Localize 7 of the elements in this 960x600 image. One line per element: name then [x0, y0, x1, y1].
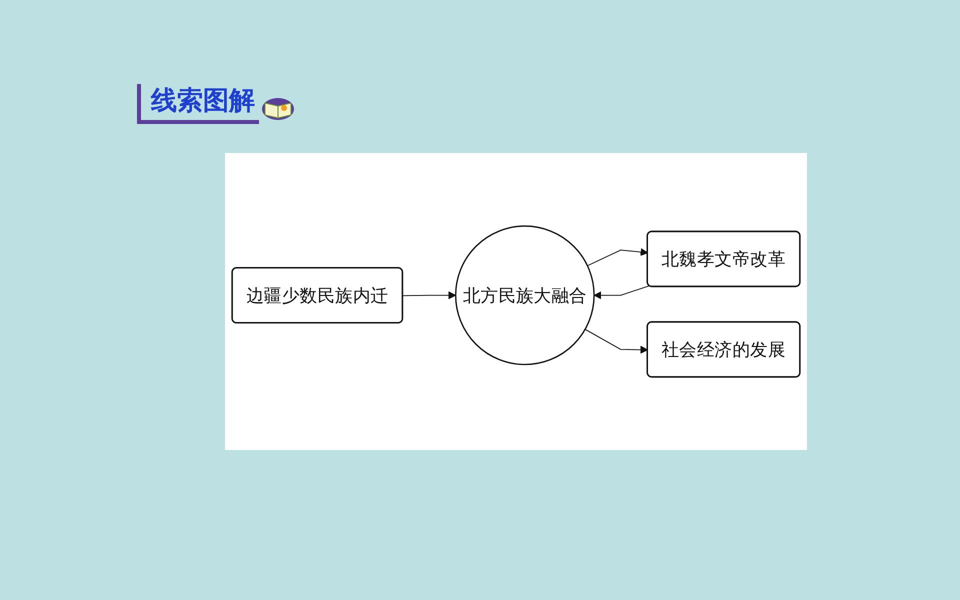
- diagram-panel: 边疆少数民族内迁 北方民族大融合 北魏孝文帝改革 社会经济的发展: [225, 153, 807, 450]
- arrow: [584, 328, 648, 354]
- arrow: [594, 285, 650, 300]
- arrow: [402, 291, 456, 300]
- arrow: [587, 248, 648, 266]
- section-heading: 线索图解: [137, 84, 259, 124]
- node-circle: [455, 225, 595, 366]
